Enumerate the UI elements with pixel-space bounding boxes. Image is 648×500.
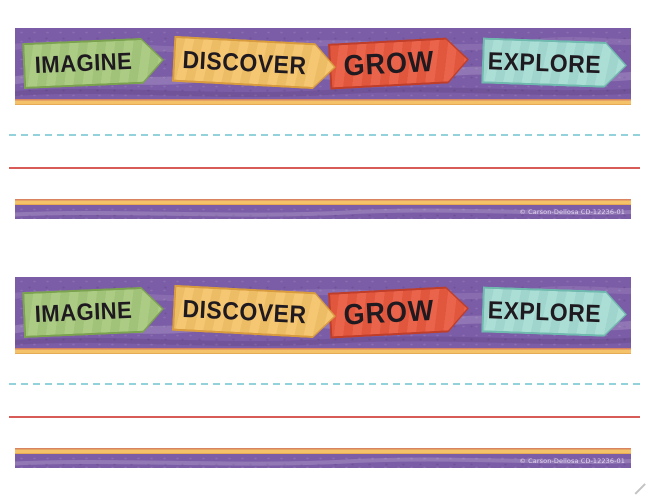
handwriting-guide-dashed-line bbox=[9, 383, 640, 385]
arrow-grow: GROW bbox=[328, 36, 470, 89]
arrow-grow-fill: GROW bbox=[330, 38, 468, 87]
arrow-explore: EXPLORE bbox=[481, 286, 628, 337]
nameplate-1: IMAGINE DISCOVER GROW EXPLORE bbox=[9, 28, 640, 219]
arrow-explore-fill: EXPLORE bbox=[483, 40, 625, 87]
arrow-discover-label: DISCOVER bbox=[181, 293, 308, 329]
arrow-discover-label: DISCOVER bbox=[181, 44, 308, 80]
arrow-imagine-fill: IMAGINE bbox=[24, 288, 163, 336]
arrow-grow-label: GROW bbox=[342, 44, 436, 82]
purple-texture-swirls bbox=[15, 457, 631, 466]
arrow-imagine: IMAGINE bbox=[22, 286, 165, 338]
copyright-text: © Carson-Dellosa CD-12236-01 bbox=[519, 457, 625, 465]
arrow-grow-label: GROW bbox=[342, 293, 436, 331]
arrow-discover: DISCOVER bbox=[172, 36, 337, 90]
gold-stripe-bottom bbox=[15, 448, 631, 454]
arrow-explore-fill: EXPLORE bbox=[483, 289, 625, 336]
handwriting-baseline bbox=[9, 167, 640, 169]
gold-stripe-bottom bbox=[15, 199, 631, 205]
arrow-grow: GROW bbox=[328, 285, 470, 338]
arrow-imagine: IMAGINE bbox=[22, 37, 165, 89]
arrow-discover-fill: DISCOVER bbox=[174, 287, 335, 337]
arrow-discover: DISCOVER bbox=[172, 285, 337, 339]
arrow-discover-fill: DISCOVER bbox=[174, 38, 335, 88]
name-writing-area bbox=[9, 354, 640, 448]
gold-stripe-top bbox=[15, 99, 631, 105]
arrow-imagine-label: IMAGINE bbox=[34, 296, 133, 328]
arrow-explore-label: EXPLORE bbox=[487, 295, 602, 328]
purple-texture-swirls bbox=[15, 208, 631, 217]
arrow-explore: EXPLORE bbox=[481, 37, 628, 88]
nameplate-1-header-band: IMAGINE DISCOVER GROW EXPLORE bbox=[15, 28, 631, 99]
arrow-imagine-label: IMAGINE bbox=[34, 47, 133, 79]
page-corner-mark bbox=[634, 483, 646, 495]
arrow-imagine-fill: IMAGINE bbox=[24, 39, 163, 87]
nameplate-1-footer-band: © Carson-Dellosa CD-12236-01 bbox=[15, 205, 631, 219]
handwriting-baseline bbox=[9, 416, 640, 418]
gold-stripe-top bbox=[15, 348, 631, 354]
copyright-text: © Carson-Dellosa CD-12236-01 bbox=[519, 208, 625, 216]
name-writing-area bbox=[9, 105, 640, 199]
nameplate-2-header-band: IMAGINE DISCOVER GROW EXPLORE bbox=[15, 277, 631, 348]
nameplate-2-footer-band: © Carson-Dellosa CD-12236-01 bbox=[15, 454, 631, 468]
handwriting-guide-dashed-line bbox=[9, 134, 640, 136]
arrow-grow-fill: GROW bbox=[330, 287, 468, 336]
arrow-explore-label: EXPLORE bbox=[487, 46, 602, 79]
nameplate-2: IMAGINE DISCOVER GROW EXPLORE bbox=[9, 277, 640, 468]
